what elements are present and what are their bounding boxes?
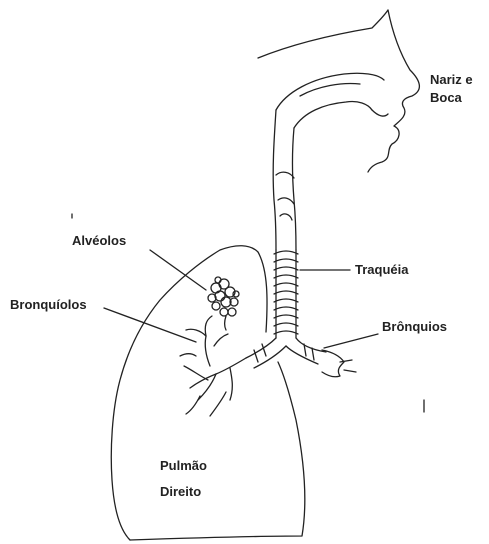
bronchial-tree [180,316,246,416]
pharynx-larynx [273,110,296,250]
face-profile [258,10,419,172]
alveoli-label: Alvéolos [72,233,126,249]
nasal-oral-cavity [276,73,388,128]
trachea-rings [274,250,298,338]
bronchioles-label: Bronquíolos [10,297,87,313]
trachea-label: Traquéia [355,262,408,278]
leader-lines [104,250,378,348]
nose-mouth-label-line1: Nariz e [430,72,473,88]
bronchi-label: Brônquios [382,319,447,335]
lung-label-line1: Pulmão [160,458,207,474]
alveoli-cluster [208,277,239,330]
nose-mouth-label-line2: Boca [430,90,462,106]
lung-label-line2: Direito [160,484,201,500]
